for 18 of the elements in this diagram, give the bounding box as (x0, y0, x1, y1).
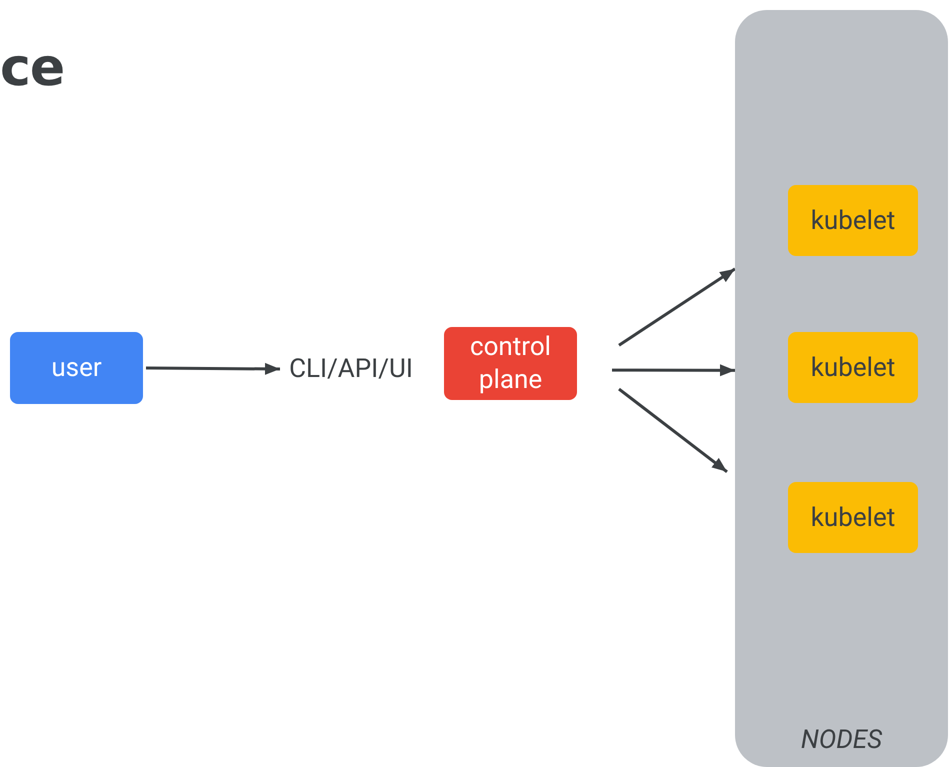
nodes-panel (735, 10, 948, 767)
kubelet-box (788, 332, 918, 403)
arrow (146, 362, 280, 375)
title: ce (0, 38, 64, 98)
node-label: control plane (468, 331, 552, 396)
interface-label: CLI/API/UI (289, 354, 413, 384)
node-label: kubelet (810, 352, 896, 382)
user-box (10, 332, 143, 404)
arrow (618, 388, 728, 473)
arrow (612, 364, 735, 376)
panel-label: NODES (800, 725, 884, 755)
arrow (618, 268, 736, 346)
node-label: kubelet (810, 206, 896, 236)
kubelet-box (788, 482, 918, 553)
node-label: kubelet (810, 502, 896, 532)
kubelet-box (788, 185, 918, 256)
node-label: user (51, 353, 102, 383)
control-plane-box (444, 327, 577, 400)
